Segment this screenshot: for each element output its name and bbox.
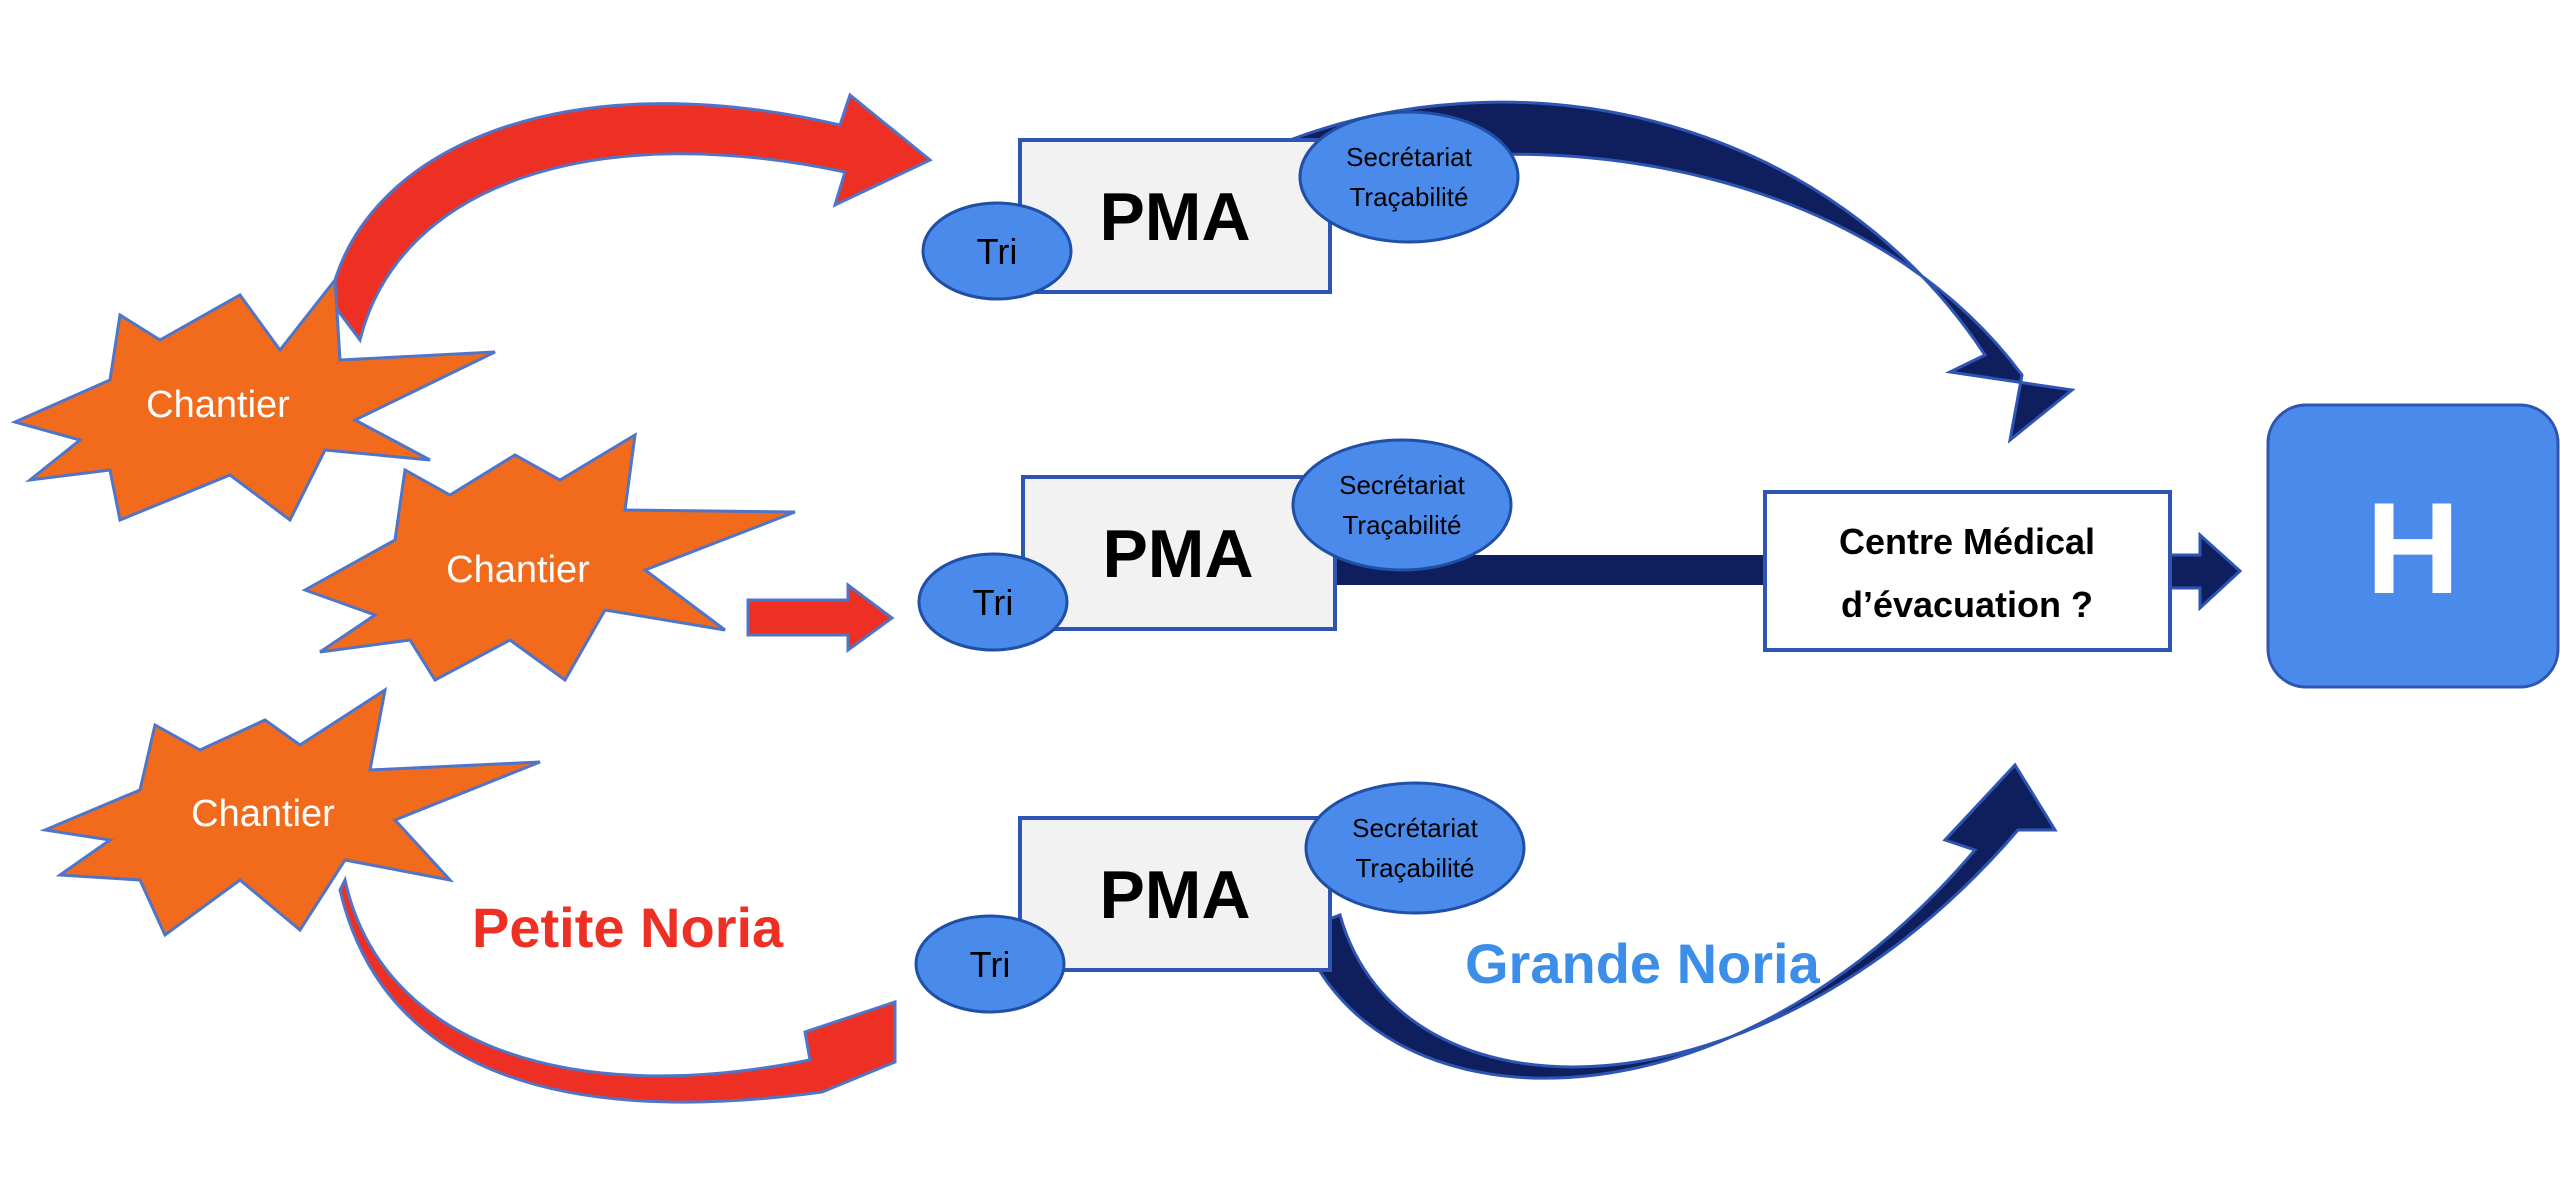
secretariat-oval	[1304, 781, 1526, 915]
pma-block-1: PMA Tri Secrétariat Traçabilité	[921, 110, 1520, 301]
arrow-body	[746, 582, 895, 653]
pma-block-3: PMA Tri Secrétariat Traçabilité	[914, 781, 1526, 1014]
petite-noria-label: Petite Noria	[472, 896, 784, 959]
hospital-label: H	[2366, 475, 2460, 621]
chantier-site-1: Chantier	[10, 275, 496, 523]
grande-noria-label: Grande Noria	[1465, 932, 1821, 995]
tri-oval	[914, 914, 1066, 1014]
chantier-label: Chantier	[146, 384, 290, 426]
tri-label: Tri	[973, 582, 1014, 623]
pma-title: PMA	[1099, 857, 1250, 933]
secretariat-label: Secrétariat	[1346, 142, 1472, 172]
arrow-head	[2168, 531, 2243, 612]
secretariat-label: Secrétariat	[1352, 813, 1478, 843]
petite-noria-arrow-middle	[746, 582, 895, 653]
tri-label: Tri	[970, 944, 1011, 985]
chantier-label: Chantier	[446, 549, 590, 591]
centre-box	[1763, 490, 2172, 652]
tri-oval	[917, 552, 1069, 652]
secretariat-label: Secrétariat	[1339, 470, 1465, 500]
grande-noria-arrow-bottom	[1298, 762, 2058, 1080]
chantier-site-3: Chantier	[39, 686, 541, 938]
explosion-icon	[301, 432, 796, 683]
arrow-body	[328, 92, 933, 344]
chantier-site-2: Chantier	[301, 432, 796, 683]
petite-noria-arrow-top	[328, 92, 933, 344]
arrow-body	[338, 875, 897, 1104]
petite-noria-arrow-bottom	[338, 875, 897, 1104]
hospital-icon	[2266, 403, 2560, 689]
tracabilite-label: Traçabilité	[1350, 182, 1469, 212]
tracabilite-label: Traçabilité	[1356, 853, 1475, 883]
centre-line1: Centre Médical	[1839, 521, 2095, 562]
tri-oval	[921, 201, 1073, 301]
explosion-icon	[39, 686, 541, 938]
centre-medical-evacuation: Centre Médical d’évacuation ?	[1763, 490, 2172, 652]
pma-box	[1018, 816, 1332, 972]
explosion-icon	[10, 275, 496, 523]
tracabilite-label: Traçabilité	[1343, 510, 1462, 540]
hospital: H	[2266, 403, 2560, 689]
pma-title: PMA	[1102, 516, 1253, 592]
chantier-label: Chantier	[191, 793, 335, 835]
tri-label: Tri	[977, 231, 1018, 272]
pma-block-2: PMA Tri Secrétariat Traçabilité	[917, 438, 1513, 652]
secretariat-oval	[1298, 110, 1520, 244]
centre-line2: d’évacuation ?	[1841, 584, 2093, 625]
secretariat-oval	[1291, 438, 1513, 572]
arrow-body	[1298, 762, 2058, 1080]
pma-title: PMA	[1099, 179, 1250, 255]
